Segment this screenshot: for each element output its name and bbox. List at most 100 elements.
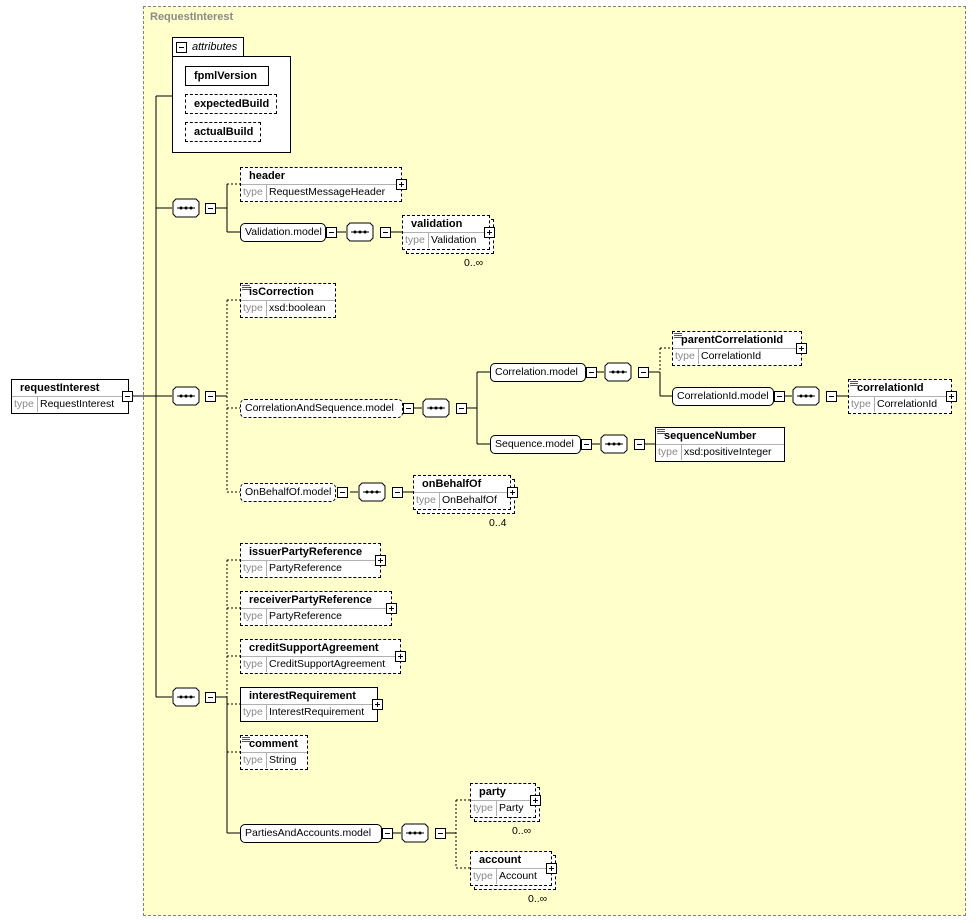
expand-toggle[interactable] [507,487,518,498]
cardinality: 0..∞ [512,825,532,837]
expand-toggle[interactable] [546,863,557,874]
attribute-actualbuild[interactable]: actualBuild [185,122,261,142]
expand-toggle[interactable] [530,795,541,806]
expand-toggle[interactable] [396,179,407,190]
type-value: CreditSupportAgreement [265,657,386,672]
type-label: type [675,350,695,362]
element-name: creditSupportAgreement [249,642,379,654]
type-label: type [851,398,871,410]
seq-collapse-toggle[interactable] [392,487,403,498]
type-label: type [243,186,263,198]
type-value: xsd:positiveInteger [681,445,772,460]
expand-toggle[interactable] [386,603,397,614]
type-value: RequestMessageHeader [265,185,386,200]
expand-toggle[interactable] [395,651,406,662]
attribute-expectedbuild[interactable]: expectedBuild [185,94,277,114]
onbehalfof-model-group[interactable]: OnBehalfOf.model [240,483,336,502]
expand-toggle[interactable] [375,555,386,566]
model-collapse-toggle[interactable] [326,227,337,238]
documentation-icon [657,429,665,434]
correlationid-model-group[interactable]: CorrelationId.model [672,387,774,406]
sequence-model-group[interactable]: Sequence.model [490,435,581,454]
element-name: header [249,170,286,182]
type-label: type [405,234,425,246]
correlation-model-group[interactable]: Correlation.model [490,363,586,382]
expand-toggle[interactable] [946,391,957,402]
type-label: type [243,610,263,622]
documentation-icon [850,381,858,386]
element-name: account [479,854,522,866]
seq-collapse-toggle[interactable] [205,692,216,703]
context-title: RequestInterest [150,11,234,23]
type-value: CorrelationId [697,349,762,364]
type-label: type [243,562,263,574]
model-collapse-toggle[interactable] [586,367,597,378]
seq-collapse-toggle[interactable] [638,367,649,378]
element-name: interestRequirement [249,690,356,702]
validation-model-group[interactable]: Validation.model [240,223,326,242]
seq-collapse-toggle[interactable] [205,203,216,214]
model-collapse-toggle[interactable] [382,828,393,839]
type-label: type [14,398,34,410]
seq-collapse-toggle[interactable] [826,391,837,402]
model-collapse-toggle[interactable] [403,403,414,414]
element-name: parentCorrelationId [681,334,784,346]
seq-collapse-toggle[interactable] [634,439,645,450]
type-value: String [265,753,297,768]
type-value: OnBehalfOf [439,493,497,508]
type-label: type [243,706,263,718]
root-collapse-toggle[interactable] [122,391,133,402]
attributes-label: attributes [192,41,238,53]
documentation-icon [242,737,250,742]
type-label: type [658,446,678,458]
seq-collapse-toggle[interactable] [456,403,467,414]
cardinality: 0..∞ [464,257,484,269]
type-label: type [416,494,436,506]
attribute-fpmlversion[interactable]: fpmlVersion [185,66,269,86]
seq-collapse-toggle[interactable] [380,227,391,238]
expand-toggle[interactable] [372,699,383,710]
expand-toggle[interactable] [484,227,495,238]
parties-and-accounts-model-group[interactable]: PartiesAndAccounts.model [240,824,382,843]
model-collapse-toggle[interactable] [581,439,592,450]
type-label: type [243,754,263,766]
attributes-tab[interactable]: attributes [172,37,244,57]
type-value: Validation [427,233,477,248]
seq-collapse-toggle[interactable] [435,828,446,839]
type-value: InterestRequirement [265,705,365,720]
expand-toggle[interactable] [796,343,807,354]
documentation-icon [242,285,250,290]
type-label: type [243,658,263,670]
seq-collapse-toggle[interactable] [205,391,216,402]
element-name: receiverPartyReference [249,594,372,606]
element-name: onBehalfOf [422,478,482,490]
type-value: PartyReference [266,561,342,576]
element-name: comment [249,738,298,750]
type-value: Account [496,869,537,884]
cardinality: 0..4 [489,517,507,529]
model-collapse-toggle[interactable] [337,487,348,498]
attributes-collapse-toggle[interactable] [176,42,187,53]
type-value: PartyReference [266,609,342,624]
model-collapse-toggle[interactable] [774,391,785,402]
type-label: type [243,302,263,314]
element-name: sequenceNumber [664,430,757,442]
correlation-and-sequence-model-group[interactable]: CorrelationAndSequence.model [240,399,403,418]
type-label: type [473,870,493,882]
